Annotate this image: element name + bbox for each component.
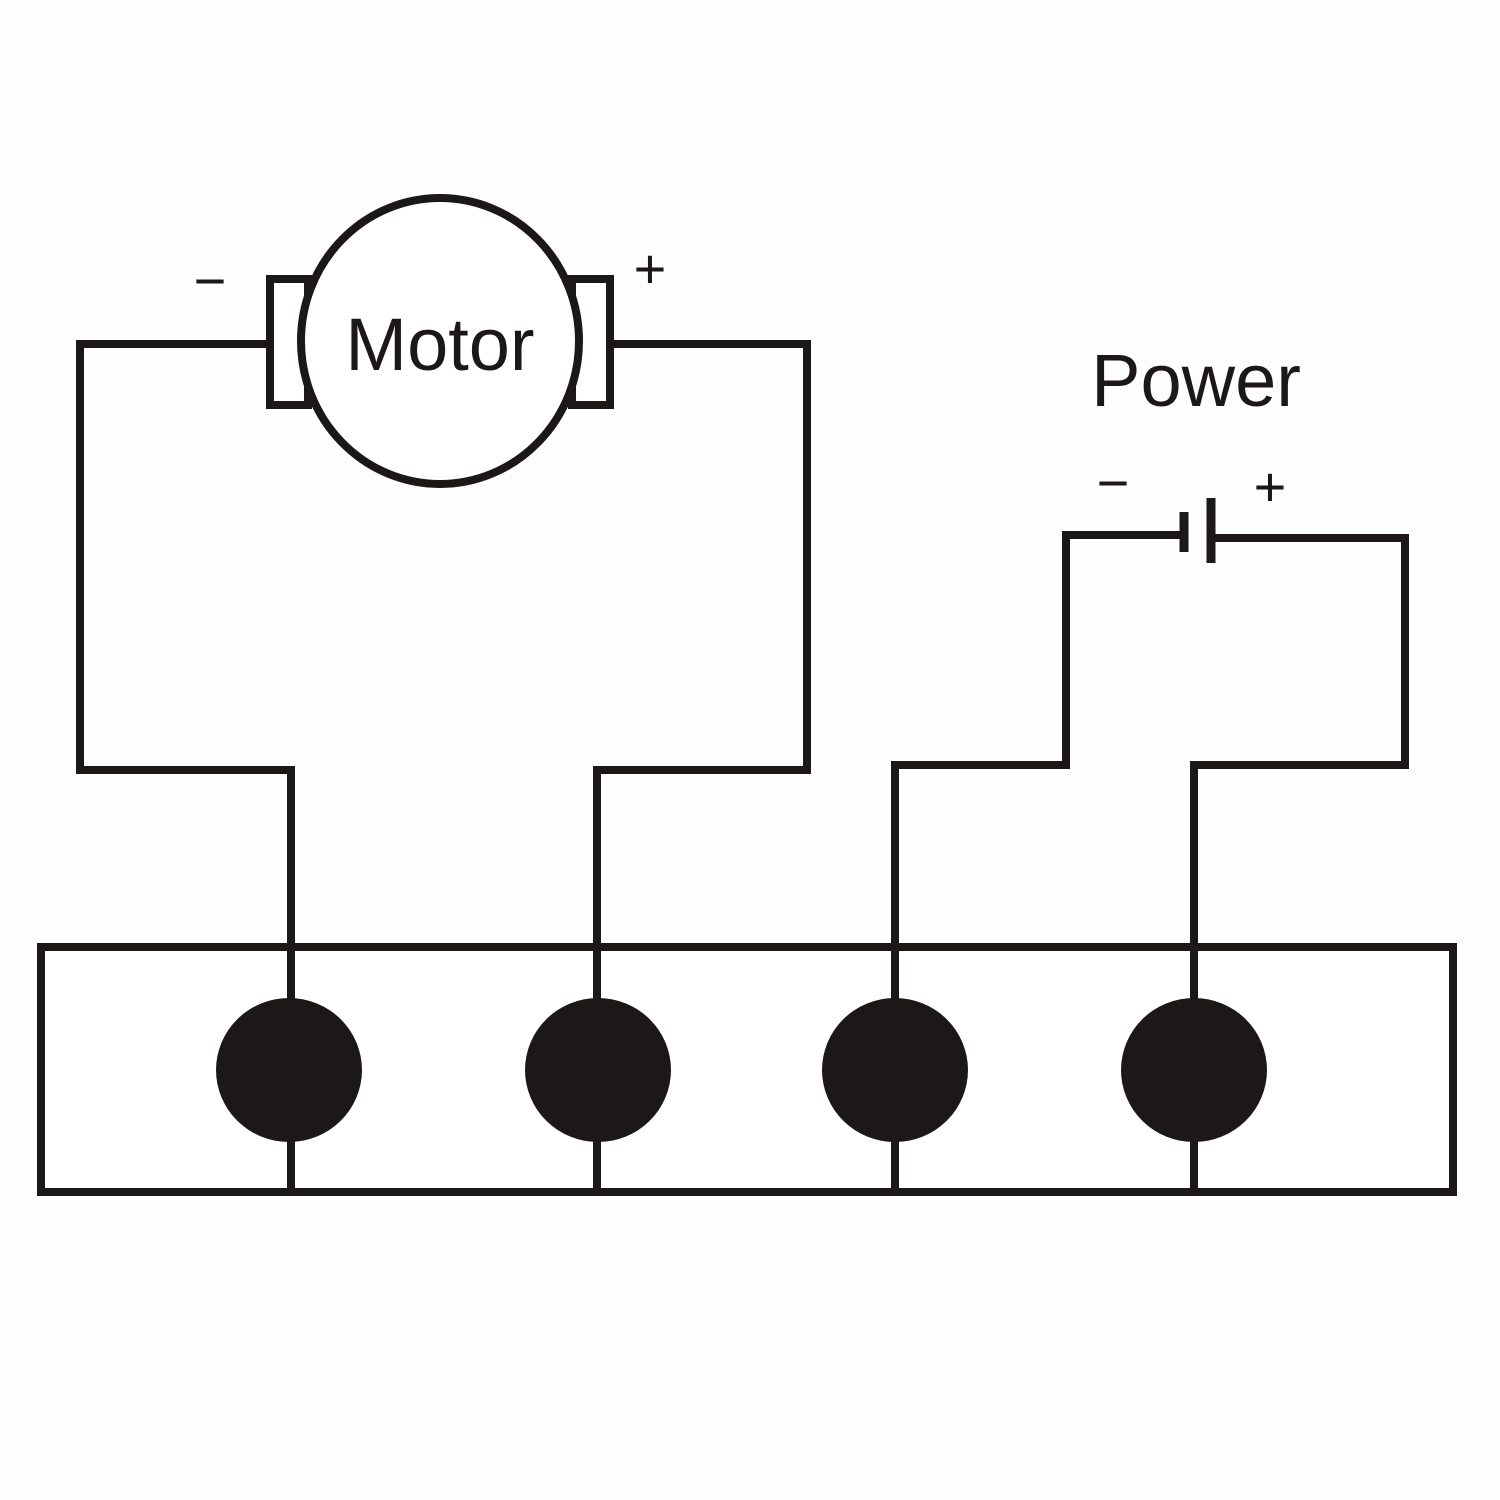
power-negative-sign: −: [1097, 451, 1130, 514]
wire-motor-positive: [593, 340, 811, 951]
motor-label: Motor: [345, 303, 534, 386]
motor-negative-sign: −: [194, 249, 227, 312]
battery-icon: [1179, 498, 1216, 563]
terminal-2: [525, 998, 671, 1142]
terminal-1: [216, 998, 362, 1142]
motor-positive-sign: +: [634, 237, 667, 300]
motor-icon: Motor: [266, 194, 614, 488]
wire-power-negative: [891, 531, 1186, 951]
wire-motor-negative: [76, 340, 295, 951]
power-label: Power: [1091, 339, 1301, 422]
wire-power-positive: [1190, 534, 1409, 951]
terminal-4: [1121, 998, 1267, 1142]
power-positive-sign: +: [1254, 455, 1287, 518]
terminal-3: [822, 998, 968, 1142]
terminal-block: [37, 943, 1457, 1196]
motor-body: [297, 194, 583, 488]
